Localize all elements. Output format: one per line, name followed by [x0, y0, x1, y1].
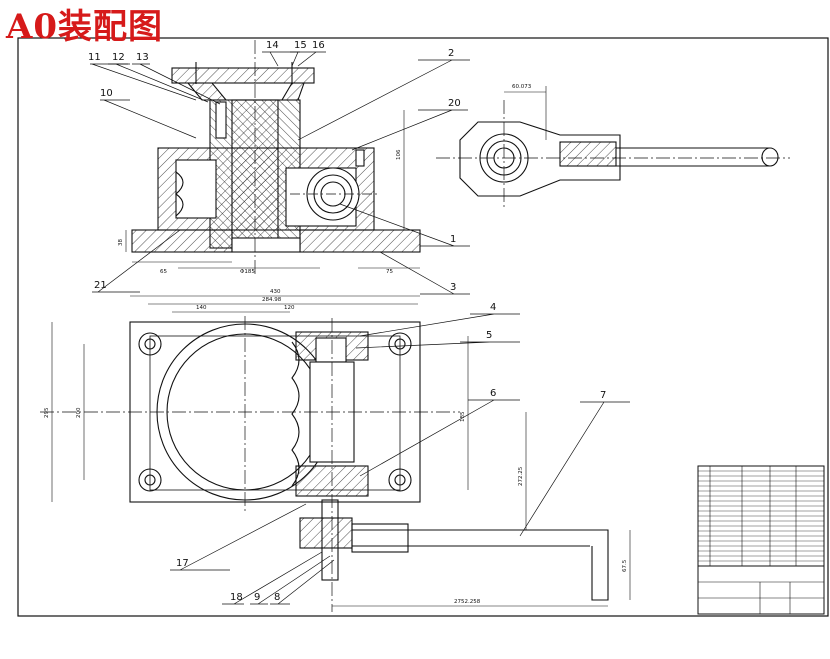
- dimension-plan-inner: 284.98: [262, 297, 282, 303]
- callout-leader-12: [108, 63, 209, 103]
- parts-list-and-title-block: [697, 465, 825, 615]
- callout-label-13: 13: [136, 52, 149, 63]
- callout-label-9: 9: [254, 592, 260, 603]
- callout-leader-7: [519, 401, 630, 537]
- callout-leader-16: [297, 51, 326, 67]
- dimension-plan-mid: 120: [284, 305, 295, 311]
- dimension-plan-height: 295: [44, 407, 50, 418]
- callout-leader-6: [359, 399, 520, 477]
- callout-label-1: 1: [450, 234, 456, 245]
- callout-label-17: 17: [176, 558, 189, 569]
- callout-leader-4: [359, 313, 520, 337]
- callout-label-3: 3: [450, 282, 456, 293]
- callout-leader-13: [132, 63, 221, 105]
- callout-leader-8: [270, 559, 335, 605]
- callout-label-18: 18: [230, 592, 243, 603]
- callout-label-14: 14: [266, 40, 279, 51]
- callout-leader-15: [290, 51, 308, 67]
- dimension-base-right: 75: [386, 269, 393, 275]
- callout-label-10: 10: [100, 88, 113, 99]
- callout-leader-2: [297, 59, 470, 141]
- dimension-crank-height: 67.5: [622, 559, 628, 572]
- callout-label-21: 21: [94, 280, 107, 291]
- callout-label-5: 5: [486, 330, 492, 341]
- sheet-border: [17, 37, 829, 617]
- drawing-title: A0装配图: [6, 7, 164, 47]
- callout-label-12: 12: [112, 52, 125, 63]
- callout-leader-17: [170, 503, 307, 571]
- callout-leader-20: [351, 109, 468, 151]
- callout-label-7: 7: [600, 390, 606, 401]
- callout-leader-1: [339, 203, 470, 247]
- dimension-base-height: 38: [118, 239, 124, 246]
- dimension-plan-inner-height: 200: [76, 407, 82, 418]
- callout-leader-10: [100, 99, 197, 139]
- callout-label-16: 16: [312, 40, 325, 51]
- callout-label-20: 20: [448, 98, 461, 109]
- callout-leader-14: [262, 51, 300, 67]
- callout-label-8: 8: [274, 592, 280, 603]
- plan-view: [40, 295, 631, 612]
- callout-leader-5: [355, 341, 520, 349]
- dimension-top-right-width: 60.073: [512, 84, 532, 90]
- dimension-crank-length: 2752.258: [454, 599, 481, 605]
- front-section-view: [125, 40, 421, 275]
- callout-label-4: 4: [490, 302, 496, 313]
- dimension-base-span: Φ185: [240, 269, 255, 275]
- dimension-plan-total: 430: [270, 289, 281, 295]
- dimension-plan-left: 140: [196, 305, 207, 311]
- callout-label-15: 15: [294, 40, 307, 51]
- callout-label-11: 11: [88, 52, 101, 63]
- side-view: [436, 86, 790, 210]
- callout-label-6: 6: [490, 388, 496, 399]
- dimension-main-vertical: 106: [396, 149, 402, 160]
- dimension-shaft-height: 272.25: [518, 466, 524, 486]
- callout-label-2: 2: [448, 48, 454, 59]
- dimension-base-left: 65: [160, 269, 167, 275]
- callout-leader-18: [222, 551, 323, 605]
- dimension-plan-right-height: 185: [460, 411, 466, 422]
- callout-leader-9: [250, 555, 331, 605]
- callout-leader-3: [379, 251, 470, 295]
- callout-leader-21: [92, 229, 181, 293]
